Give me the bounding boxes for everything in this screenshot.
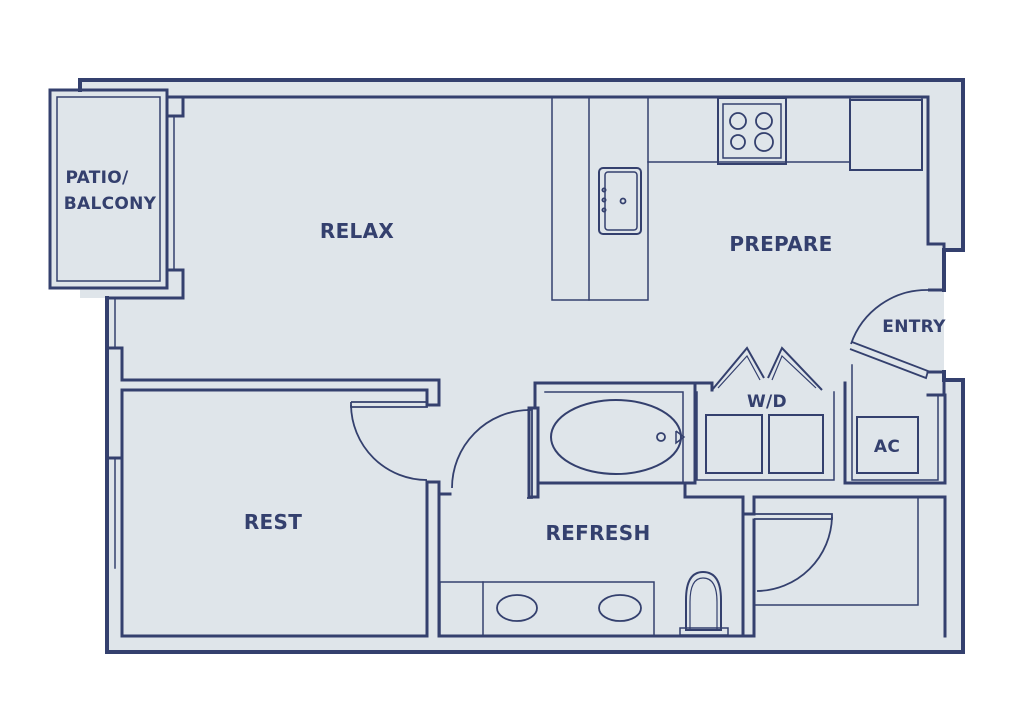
toilet-bowl [689, 577, 718, 630]
entry-label: ENTRY [882, 317, 946, 337]
burner-2 [755, 112, 773, 130]
dryer [768, 414, 824, 474]
burner-3 [730, 134, 746, 150]
wd-closet-left-side [696, 391, 835, 481]
bath-tub-wall [527, 381, 697, 485]
closet-shelf [753, 496, 919, 606]
entry-door-swing [850, 289, 929, 345]
ac-unit [856, 416, 919, 474]
cooktop-inner [722, 103, 782, 159]
entry-jamb-inner [926, 370, 946, 397]
bath-right-wall-lower [741, 512, 756, 638]
kitchen-counter-left [551, 96, 649, 301]
patio-floor [50, 90, 168, 288]
refresh-label: REFRESH [545, 521, 650, 545]
walls [48, 78, 965, 654]
entry-jamb-top [926, 242, 946, 252]
wd-closet-wall [693, 381, 714, 392]
doors [350, 288, 944, 592]
rest-label: REST [244, 510, 302, 534]
ac-closet-wall [843, 381, 947, 485]
rest-door-swing [350, 404, 428, 481]
prepare-label: PREPARE [729, 232, 832, 256]
unit-floor [80, 80, 962, 652]
room-labels: PATIO/ BALCONY RELAX PREPARE ENTRY W/D A… [64, 168, 946, 545]
relax-label: RELAX [320, 219, 394, 243]
fixtures [496, 97, 919, 636]
entry-door-leaf [849, 341, 930, 380]
patio-balcony-inner [56, 96, 161, 282]
sink-drain [619, 197, 627, 205]
burner-1 [729, 112, 747, 130]
ac-closet-inner [851, 364, 939, 481]
sink-tap-3 [601, 207, 607, 213]
wd-label: W/D [747, 392, 787, 412]
left-wall-inner [105, 346, 124, 382]
rest-door-jamb [425, 480, 452, 496]
burner-4 [754, 132, 774, 152]
tub-drain [656, 432, 666, 442]
kitchen-sink [598, 167, 642, 235]
bath-door-leaf [527, 409, 533, 499]
floor-fill [50, 80, 962, 652]
wd-door-left [711, 346, 765, 391]
closet-door-swing [756, 516, 833, 592]
tub-inner [544, 391, 684, 484]
exterior-wall-right-upper [942, 78, 965, 292]
wd-door-right-2 [771, 354, 817, 389]
bath-door-swing [451, 409, 530, 489]
wd-door-left-2 [717, 354, 761, 389]
cooktop [717, 97, 787, 165]
ac-label: AC [874, 437, 900, 457]
vanity-sink-right [598, 594, 642, 622]
tub-spout [675, 430, 686, 445]
closet-door-leaf [754, 513, 833, 520]
patio-label-line2: BALCONY [64, 194, 157, 214]
bathtub-basin [550, 399, 682, 475]
relax-rest-wall [120, 378, 441, 638]
patio-jamb [165, 95, 185, 118]
sink-tap-2 [601, 197, 607, 203]
patio-jamb-bottom [105, 268, 185, 300]
bath-right-wall [683, 481, 947, 638]
refrigerator [849, 99, 923, 171]
sink-tap-1 [601, 187, 607, 193]
washer [705, 414, 763, 474]
wd-door-right [767, 346, 823, 391]
vanity-sink-left [496, 594, 538, 622]
toilet [685, 570, 722, 631]
patio-label-line1: PATIO/ [65, 168, 129, 188]
toilet-tank [679, 627, 729, 636]
vanity-counter [439, 581, 655, 637]
bath-door-jamb [527, 406, 540, 499]
